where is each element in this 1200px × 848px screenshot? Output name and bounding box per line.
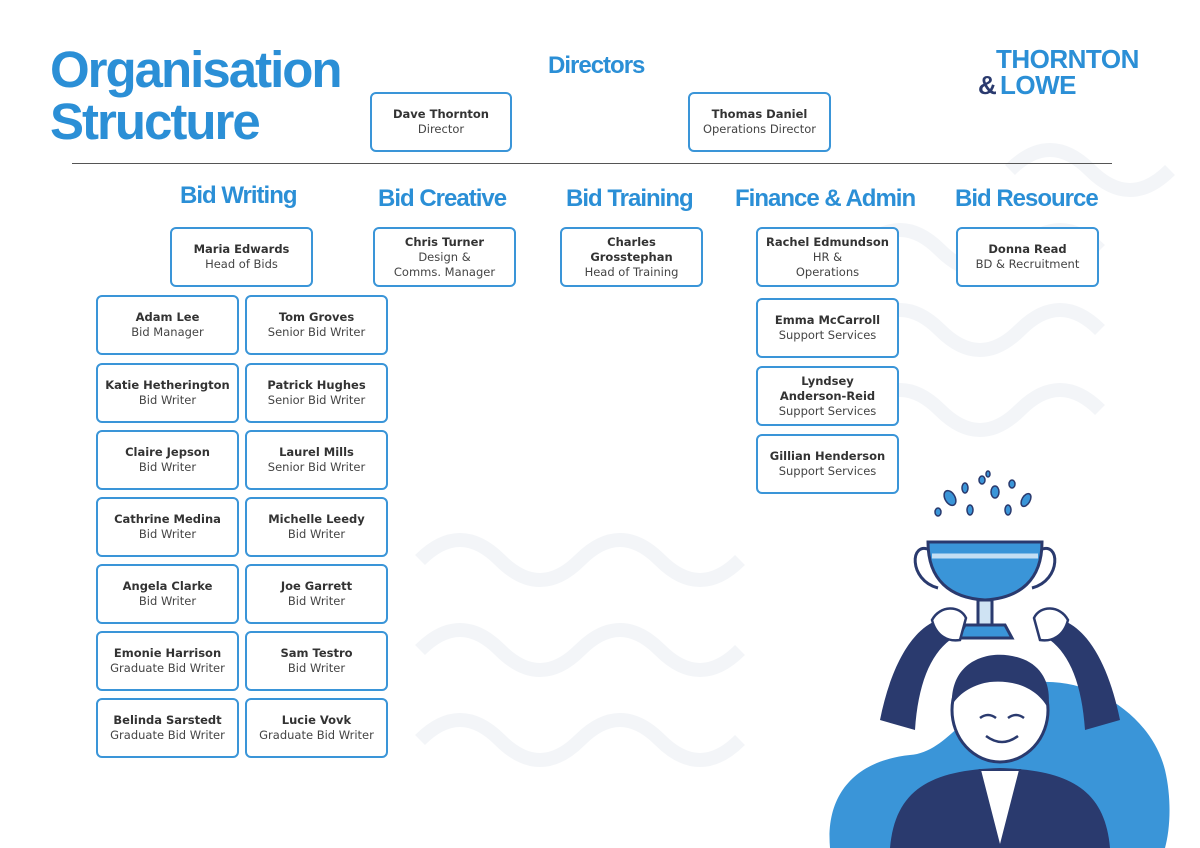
person-role: BD & Recruitment [975, 257, 1080, 271]
director-card: Dave Thornton Director [370, 92, 512, 152]
bid-resource-heading: Bid Resource [955, 185, 1099, 212]
finance-admin-heading: Finance & Admin [735, 185, 916, 212]
person-name: Rachel Edmundson [766, 234, 889, 249]
person-role: Bid Writer [138, 460, 197, 474]
person-name: Angela Clarke [122, 579, 213, 593]
person-role: Design & [418, 249, 471, 264]
staff-card: Michelle Leedy Bid Writer [245, 497, 388, 557]
staff-card: Adam Lee Bid Manager [96, 295, 239, 355]
person-name: Patrick Hughes [267, 378, 366, 392]
lead-card: Donna Read BD & Recruitment [956, 227, 1099, 287]
staff-card: Laurel Mills Senior Bid Writer [245, 430, 388, 490]
bid-training-heading: Bid Training [566, 185, 694, 212]
person-role: Head of Bids [205, 257, 278, 271]
trophy-illustration [829, 470, 1170, 848]
person-name: Dave Thornton [393, 107, 489, 121]
person-name: Lyndsey [801, 373, 854, 388]
person-role: Graduate Bid Writer [110, 661, 225, 675]
person-role: Graduate Bid Writer [110, 728, 225, 742]
staff-card: Tom Groves Senior Bid Writer [245, 295, 388, 355]
lead-card: Charles Grosstephan Head of Training [560, 227, 703, 287]
staff-card: Angela Clarke Bid Writer [96, 564, 239, 624]
person-name: Cathrine Medina [114, 512, 221, 526]
title-line-1: Organisation [50, 41, 343, 98]
logo-line-1: THORNTON [996, 44, 1139, 74]
person-role: Support Services [778, 403, 877, 418]
person-name: Thomas Daniel [711, 107, 808, 121]
person-name: Charles Grosstephan [590, 234, 673, 264]
logo-ampersand: & [978, 70, 997, 100]
person-name: Donna Read [988, 242, 1067, 256]
person-role: Senior Bid Writer [267, 460, 366, 474]
person-role: Support Services [778, 464, 877, 478]
bid-writing-heading: Bid Writing [180, 182, 298, 209]
person-name: Gillian Henderson [769, 449, 886, 463]
logo-line-2: LOWE [1000, 70, 1077, 100]
person-name: Claire Jepson [125, 445, 210, 459]
person-role-line-2: Comms. Manager [393, 264, 496, 279]
person-role: Bid Writer [287, 594, 346, 608]
staff-card: Joe Garrett Bid Writer [245, 564, 388, 624]
person-name: Sam Testro [280, 646, 353, 660]
staff-card: Emma McCarroll Support Services [756, 298, 899, 358]
person-name: Joe Garrett [280, 579, 353, 593]
person-name: Emma McCarroll [774, 313, 881, 327]
person-name: Katie Hetherington [105, 378, 230, 392]
lead-card: Rachel Edmundson HR & Operations [756, 227, 899, 287]
staff-card: Claire Jepson Bid Writer [96, 430, 239, 490]
person-role: Senior Bid Writer [267, 325, 366, 339]
person-role: Graduate Bid Writer [259, 728, 374, 742]
staff-card: Sam Testro Bid Writer [245, 631, 388, 691]
staff-card: Lyndsey Anderson-Reid Support Services [756, 366, 899, 426]
lead-card: Chris Turner Design & Comms. Manager [373, 227, 516, 287]
person-name: Belinda Sarstedt [113, 713, 222, 727]
person-role: Bid Manager [131, 325, 204, 339]
lead-card: Maria Edwards Head of Bids [170, 227, 313, 287]
person-name: Michelle Leedy [268, 512, 365, 526]
divider-line [72, 163, 1112, 164]
staff-card: Katie Hetherington Bid Writer [96, 363, 239, 423]
title-line-2: Structure [50, 93, 261, 150]
staff-card: Belinda Sarstedt Graduate Bid Writer [96, 698, 239, 758]
staff-card: Patrick Hughes Senior Bid Writer [245, 363, 388, 423]
person-role: Director [417, 122, 465, 136]
staff-card: Gillian Henderson Support Services [756, 434, 899, 494]
page-title: Organisation Structure [50, 41, 343, 150]
person-name: Tom Groves [278, 310, 355, 324]
company-logo: THORNTON & LOWE [978, 46, 1158, 100]
person-role: Senior Bid Writer [267, 393, 366, 407]
staff-card: Lucie Vovk Graduate Bid Writer [245, 698, 388, 758]
person-name: Lucie Vovk [281, 713, 352, 727]
person-role: Bid Writer [138, 393, 197, 407]
person-role: Head of Training [584, 264, 679, 279]
director-card: Thomas Daniel Operations Director [688, 92, 831, 152]
bid-creative-heading: Bid Creative [378, 185, 507, 212]
person-role: Bid Writer [138, 594, 197, 608]
person-name: Emonie Harrison [113, 646, 222, 660]
person-name: Adam Lee [135, 310, 200, 324]
staff-card: Emonie Harrison Graduate Bid Writer [96, 631, 239, 691]
person-role: HR & [812, 249, 843, 264]
directors-heading: Directors [548, 52, 645, 79]
person-role: Operations Director [702, 122, 817, 136]
staff-card: Cathrine Medina Bid Writer [96, 497, 239, 557]
person-name-line-2: Anderson-Reid [779, 388, 876, 403]
person-name: Maria Edwards [193, 242, 290, 256]
person-name: Chris Turner [404, 234, 485, 249]
person-name: Laurel Mills [279, 445, 354, 459]
person-role: Support Services [778, 328, 877, 342]
person-role: Bid Writer [138, 527, 197, 541]
person-role: Bid Writer [287, 527, 346, 541]
person-role-line-2: Operations [795, 264, 860, 279]
person-role: Bid Writer [287, 661, 346, 675]
